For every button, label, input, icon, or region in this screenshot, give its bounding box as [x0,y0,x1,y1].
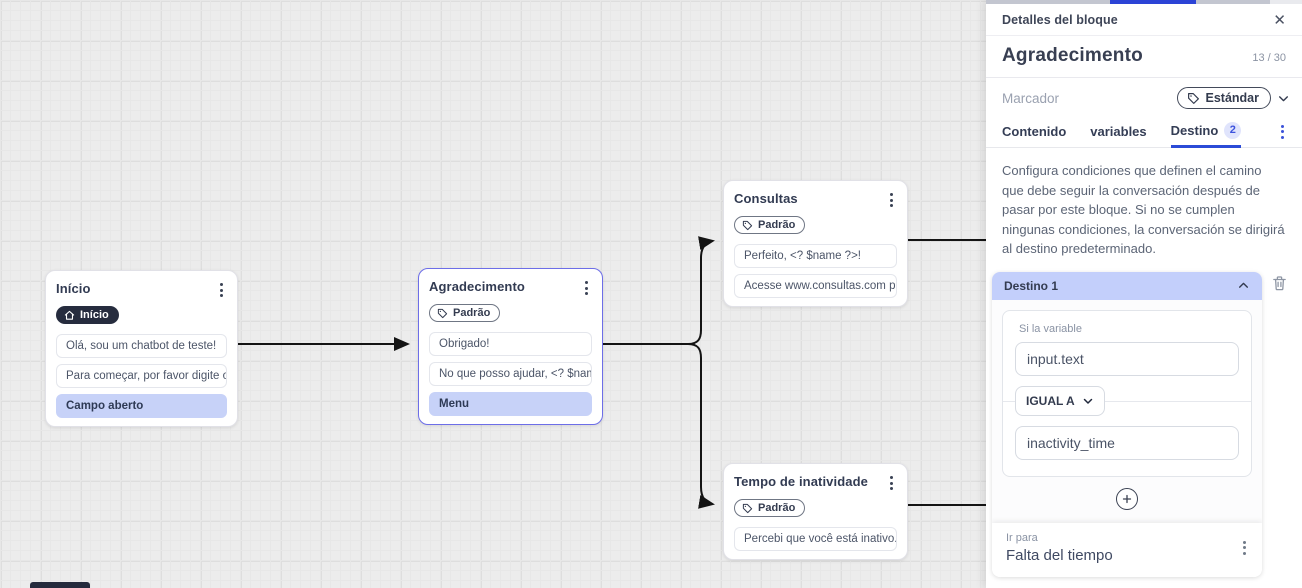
add-condition-button[interactable] [1116,487,1138,510]
panel-title: Detalles del bloque [1002,13,1118,27]
destination-title: Destino 1 [1004,278,1059,293]
operator-select[interactable]: IGUAL A [1015,385,1105,416]
marker-badge-label: Padrão [758,502,796,514]
chevron-up-icon[interactable] [1237,279,1250,292]
clipped-ui-fragment [30,582,90,588]
tag-icon [742,220,753,231]
marker-label: Marcador [1002,90,1060,106]
marker-select-pill[interactable]: Estándar [1176,87,1271,109]
tag-icon [742,503,753,514]
marker-badge-label: Padrão [758,219,796,231]
node-input-row[interactable]: Campo aberto [56,393,227,418]
tab-contenido[interactable]: Contenido [1002,124,1067,139]
condition-value-input[interactable]: inactivity_time [1015,425,1239,460]
destination-description: Configura condiciones que definen el cam… [1002,163,1285,256]
trash-icon[interactable] [1271,274,1288,292]
chevron-down-icon[interactable] [1277,92,1290,105]
node-message[interactable]: Percebi que você está inativo. C... [734,526,897,551]
kebab-menu-icon[interactable] [886,474,897,492]
node-title: Agradecimento [429,279,525,294]
condition-variable-input[interactable]: input.text [1015,341,1239,376]
flow-node-agradecimento[interactable]: Agradecimento Padrão Obrigado! No que po… [418,268,603,425]
flow-node-inicio[interactable]: Início Início Olá, sou um chatbot de tes… [45,270,238,427]
goto-value[interactable]: Falta del tiempo [1006,546,1113,564]
node-title: Tempo de inatividade [734,474,868,489]
tab-variables[interactable]: variables [1090,124,1147,139]
flow-node-tempo-inatividade[interactable]: Tempo de inatividade Padrão Percebi que … [723,463,908,560]
close-icon[interactable]: ✕ [1273,12,1286,29]
goto-section[interactable]: Ir para Falta del tiempo [992,522,1262,577]
destination-card-header[interactable]: Destino 1 [992,271,1262,300]
block-details-panel: Detalles del bloque ✕ Agradecimento 13 /… [986,0,1302,588]
block-name-input[interactable]: Agradecimento [1002,45,1143,66]
node-message[interactable]: Obrigado! [429,331,592,356]
condition-if-label: Si la variable [1019,322,1082,335]
marker-badge: Padrão [734,216,806,234]
node-input-row[interactable]: Menu [429,391,592,416]
edge-fork-tempo [687,343,715,509]
start-badge-label: Início [80,309,109,321]
flow-node-consultas[interactable]: Consultas Padrão Perfeito, <? $name ?>! … [723,180,908,307]
clipped-tabbar-strip [986,0,1302,4]
marker-badge: Padrão [734,499,806,517]
node-message[interactable]: Olá, sou um chatbot de teste! [56,333,227,358]
kebab-menu-icon[interactable] [581,279,592,297]
condition-box: Si la variable input.text IGUAL A inacti… [1002,309,1252,477]
home-icon [64,310,75,321]
kebab-menu-icon[interactable] [886,191,897,209]
node-message[interactable]: No que posso ajudar, <? $name ... [429,361,592,386]
chevron-down-icon [1082,395,1094,407]
marker-badge-label: Padrão [453,307,491,319]
tab-destino[interactable]: Destino 2 [1170,117,1242,148]
tag-icon [437,308,448,319]
node-message[interactable]: Acesse www.consultas.com par... [734,273,897,298]
node-title: Início [56,281,91,296]
node-message[interactable]: Para começar, por favor digite o ... [56,363,227,388]
flow-canvas[interactable]: Início Início Olá, sou um chatbot de tes… [0,0,986,588]
marker-badge: Padrão [429,304,501,322]
edge-fork-consultas [687,236,715,345]
char-count: 13 / 30 [1252,52,1286,64]
clipped-tab-segment [1270,0,1302,4]
kebab-menu-icon[interactable] [1277,123,1288,141]
kebab-menu-icon[interactable] [216,281,227,299]
destination-count-badge: 2 [1224,121,1242,139]
goto-label: Ir para [1006,531,1038,544]
start-badge: Início [56,306,119,324]
marker-value: Estándar [1205,91,1260,105]
destination-card: Destino 1 Si la variable input.text IGUA… [992,271,1262,577]
tag-icon [1187,92,1200,105]
node-title: Consultas [734,191,798,206]
node-message[interactable]: Perfeito, <? $name ?>! [734,243,897,268]
kebab-menu-icon[interactable] [1239,539,1250,557]
clipped-tab-active-indicator [1110,0,1196,4]
